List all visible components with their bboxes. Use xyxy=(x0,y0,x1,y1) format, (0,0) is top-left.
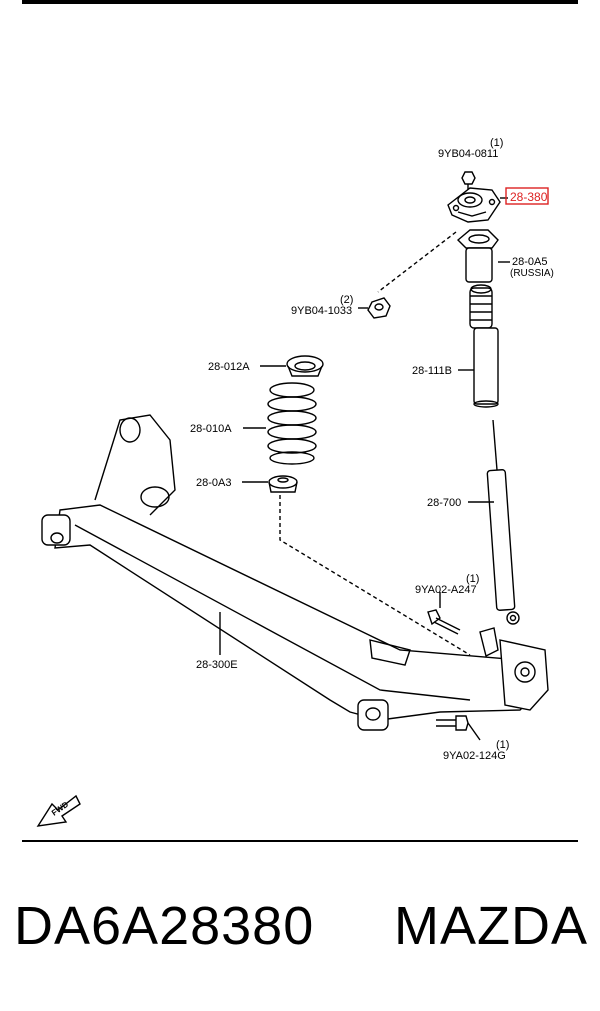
mid-nut-part[interactable] xyxy=(367,297,391,319)
spring-code: 28-010A xyxy=(190,423,232,435)
nut-mid-qty: (2) xyxy=(340,294,353,306)
axle-beam-code: 28-300E xyxy=(196,659,238,671)
shock-absorber-part[interactable] xyxy=(486,419,520,625)
bumper-cover-part[interactable] xyxy=(456,229,499,283)
nut-top-code: 9YB04-0811 xyxy=(438,148,498,160)
top-nut-part[interactable] xyxy=(461,171,476,190)
bolt-lower-code: 9YA02-124G xyxy=(443,750,506,762)
coil-spring-part[interactable] xyxy=(267,382,317,465)
lower-bolt-part[interactable] xyxy=(436,715,469,731)
nut-top-qty: (1) xyxy=(490,137,503,149)
brand-name: MAZDA xyxy=(394,896,588,956)
bumper-cover-note: (RUSSIA) xyxy=(510,268,554,279)
mount-highlight-box xyxy=(505,187,549,205)
upper-spring-seat-code: 28-012A xyxy=(208,361,250,373)
axle-beam-part[interactable] xyxy=(41,414,549,731)
bumper-cover-code: 28-0A5 xyxy=(512,256,547,268)
upper-spring-seat-part[interactable] xyxy=(286,355,324,377)
footer: DA6A28380 MAZDA xyxy=(0,895,600,975)
mount-code: 28-380 xyxy=(510,190,548,204)
upper-bolt-part[interactable] xyxy=(427,609,461,635)
top-rule xyxy=(22,0,578,4)
shock-absorber-code: 28-700 xyxy=(427,497,461,509)
fwd-arrow-icon xyxy=(36,794,81,827)
suspension-diagram: (1) 9YB04-0811 28-380 28-0A5 (RUSSIA) (2… xyxy=(36,137,554,827)
bolt-upper-qty: (1) xyxy=(466,573,479,585)
bolt-lower-qty: (1) xyxy=(496,739,509,751)
lower-spring-seat-part[interactable] xyxy=(268,475,298,493)
bottom-rule xyxy=(22,840,578,842)
dust-boot-code: 28-111B xyxy=(412,365,452,377)
nut-mid-code: 9YB04-1033 xyxy=(291,305,352,317)
upper-mount-part[interactable] xyxy=(447,187,501,223)
part-number: DA6A28380 xyxy=(14,896,315,956)
lower-spring-seat-code: 28-0A3 xyxy=(196,477,231,489)
bolt-upper-code: 9YA02-A247 xyxy=(415,584,477,596)
dust-boot-part[interactable] xyxy=(469,284,499,408)
